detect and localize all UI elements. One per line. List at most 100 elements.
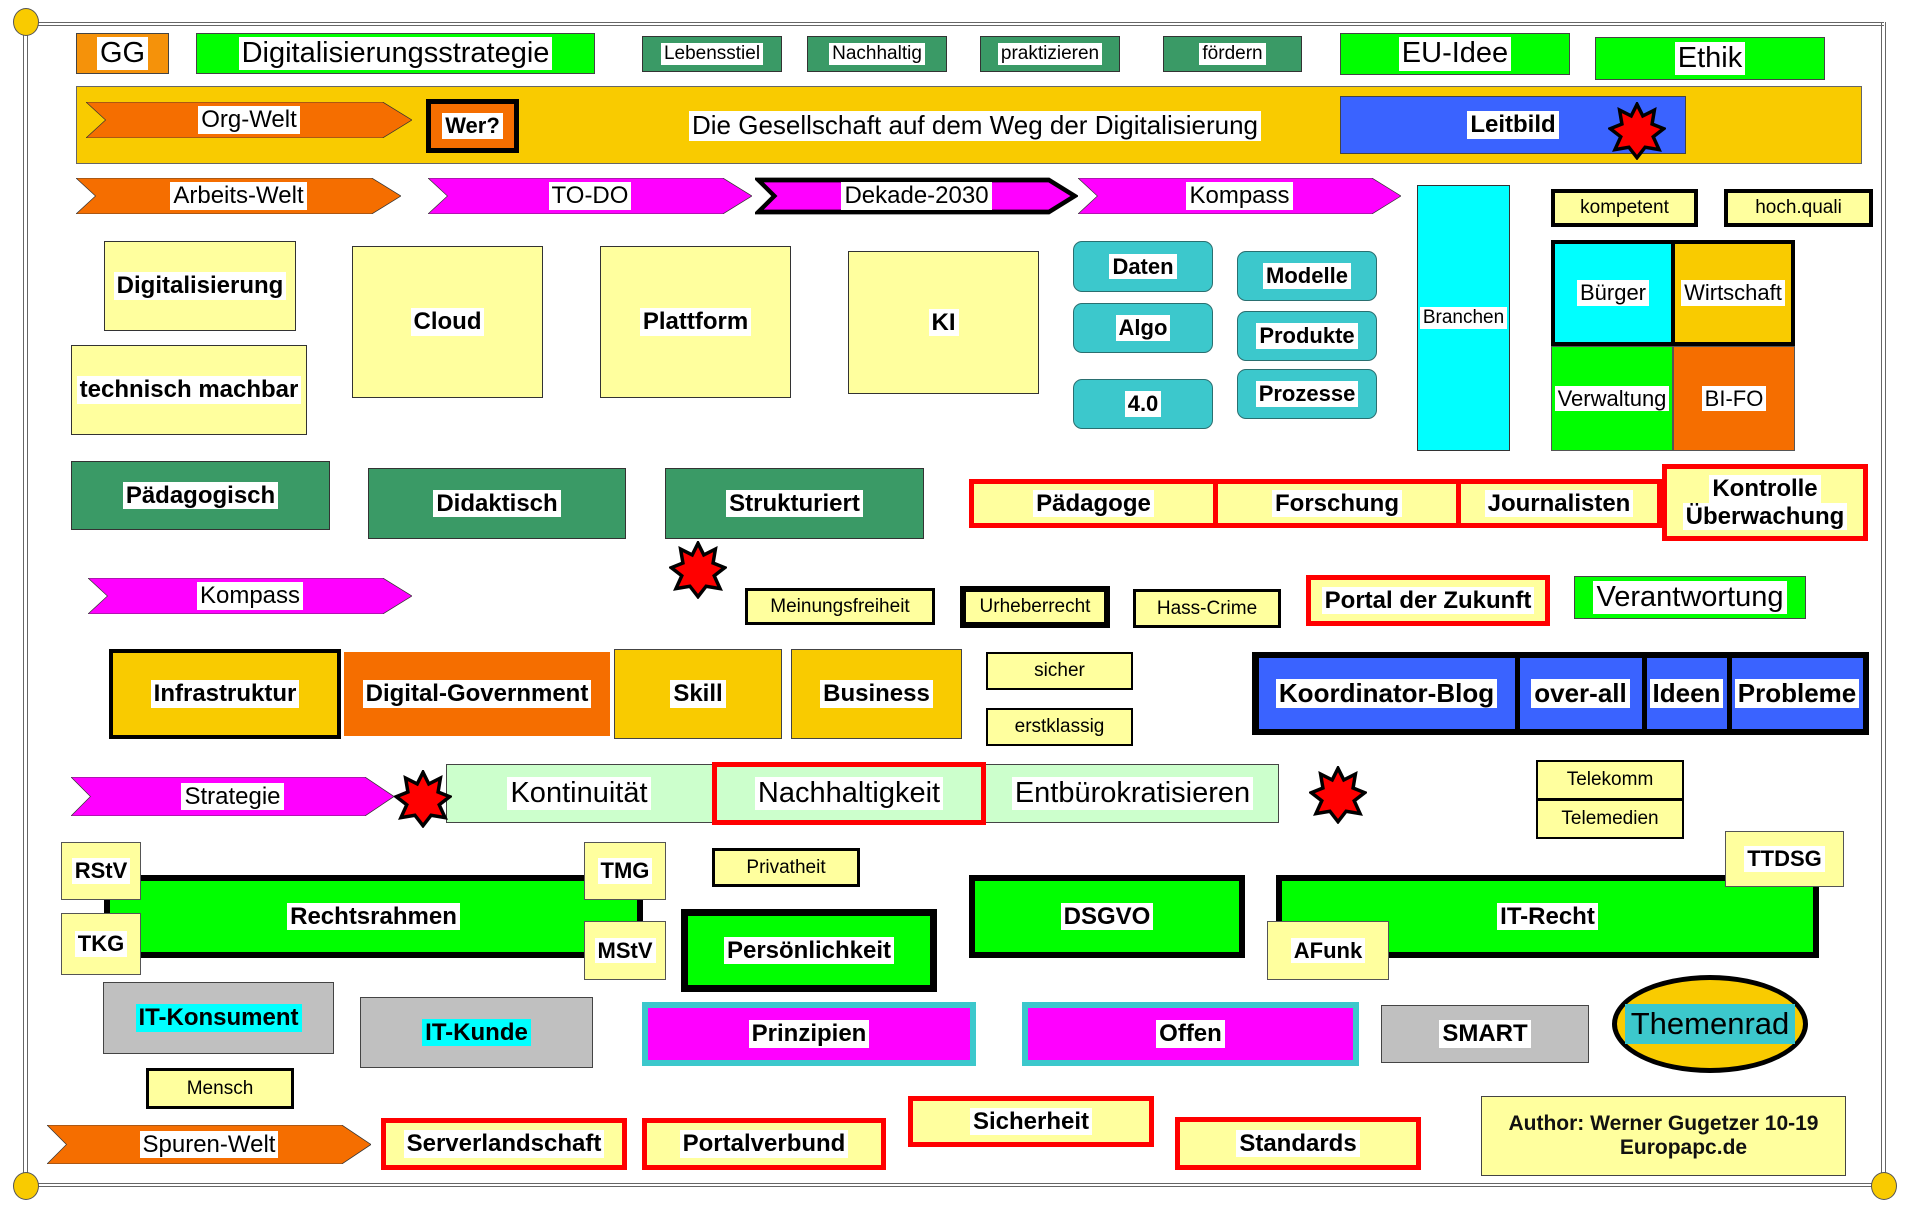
box-label: Nachhaltig <box>829 43 925 65</box>
box-portal-der-zukunft: Portal der Zukunft <box>1306 575 1550 626</box>
box-label: Privatheit <box>746 856 826 878</box>
banner-title-text: Die Gesellschaft auf dem Weg der Digital… <box>688 110 1261 141</box>
box-koordinator-blog: Koordinator-Blog <box>1258 658 1515 729</box>
actor-row: Pädagoge Forschung Journalisten <box>969 479 1662 528</box>
box-urheberrecht: Urheberrecht <box>960 586 1110 628</box>
box-foerdern: fördern <box>1163 36 1302 72</box>
arrow-org-welt: Org-Welt <box>86 102 412 138</box>
box-bi-fo: BI-FO <box>1673 346 1795 451</box>
arrow-spuren-welt: Spuren-Welt <box>47 1125 371 1164</box>
selection-handle-icon[interactable] <box>1871 1172 1897 1200</box>
box-label: TTDSG <box>1744 846 1825 872</box>
box-ethik: Ethik <box>1595 37 1825 80</box>
box-label: MStV <box>594 937 656 964</box>
arrow-todo: TO-DO <box>428 178 752 214</box>
box-label: TMG <box>597 858 653 884</box>
box-sicherheit: Sicherheit <box>908 1096 1154 1147</box>
box-eu-idee: EU-Idee <box>1340 33 1570 75</box>
arrow-label: Org-Welt <box>198 106 300 134</box>
box-label: Ideen <box>1649 678 1724 709</box>
selection-handle-icon[interactable] <box>13 1172 39 1200</box>
box-label: Daten <box>1109 253 1177 280</box>
box-modelle: Modelle <box>1237 251 1377 301</box>
box-label: BI-FO <box>1701 385 1767 412</box>
box-tkg: TKG <box>61 913 141 975</box>
box-label: Wer? <box>442 113 503 139</box>
red-star-burst-icon <box>1608 102 1666 160</box>
box-label: Digital-Government <box>362 680 592 708</box>
arrow-kompass: Kompass <box>88 578 412 614</box>
box-label: Sicherheit <box>969 1107 1093 1136</box>
box-over-all: over-all <box>1519 658 1642 729</box>
red-star-burst-icon <box>394 770 452 828</box>
box-rstv: RStV <box>61 842 141 900</box>
box-label: Portal der Zukunft <box>1321 586 1535 615</box>
author-name: Author: Werner Gugetzer 10-19 <box>1508 1112 1819 1135</box>
arrow-label: Dekade-2030 <box>841 182 992 210</box>
box-kompetent: kompetent <box>1551 189 1698 227</box>
box-label: Leitbild <box>1467 111 1559 139</box>
box-label: IT-Recht <box>1497 902 1598 931</box>
box-it-konsument: IT-Konsument <box>103 982 334 1054</box>
box-label: Wirtschaft <box>1681 280 1785 306</box>
box-rechtsrahmen: Rechtsrahmen <box>104 875 643 958</box>
selection-handle-icon[interactable] <box>13 8 39 36</box>
box-label: 4.0 <box>1124 391 1162 417</box>
arrow-label: Kompass <box>1186 182 1293 210</box>
box-wirtschaft: Wirtschaft <box>1673 240 1795 346</box>
box-hoch-quali: hoch.quali <box>1724 189 1873 227</box>
box-label: Serverlandschaft <box>403 1130 605 1158</box>
box-label: Meinungsfreiheit <box>770 595 910 617</box>
frame-border-left <box>23 22 28 1186</box>
box-technisch-machbar: technisch machbar <box>71 345 307 435</box>
box-label: Cloud <box>410 308 485 336</box>
box-paedagogisch: Pädagogisch <box>71 461 330 530</box>
box-4-0: 4.0 <box>1073 379 1213 429</box>
box-kontrolle-ueberwachung: Kontrolle Überwachung <box>1662 464 1868 541</box>
box-label: erstklassig <box>1014 716 1105 737</box>
box-kontinuitaet: Kontinuität <box>446 764 712 823</box>
box-label: Verwaltung <box>1554 385 1670 412</box>
box-label: Hass-Crime <box>1156 597 1258 619</box>
box-label: Pädagoge <box>1033 489 1154 518</box>
box-label: TKG <box>74 931 128 957</box>
blog-row: Koordinator-Blog over-all Ideen Probleme <box>1252 652 1869 735</box>
box-forschung: Forschung <box>1218 484 1461 523</box>
box-prozesse: Prozesse <box>1237 369 1377 419</box>
box-wer: Wer? <box>426 99 519 153</box>
box-label: Koordinator-Blog <box>1275 678 1498 709</box>
box-dsgvo: DSGVO <box>969 875 1245 958</box>
box-skill: Skill <box>614 649 782 739</box>
box-label: Infrastruktur <box>150 680 300 708</box>
box-digitalisierungsstrategie: Digitalisierungsstrategie <box>196 33 595 74</box>
box-label: Digitalisierungsstrategie <box>238 36 553 71</box>
box-label: Verantwortung <box>1593 580 1787 615</box>
arrow-dekade-2030: Dekade-2030 <box>755 176 1078 216</box>
box-label: Produkte <box>1256 323 1358 349</box>
box-label: Telekomm <box>1566 769 1654 790</box>
box-label: Probleme <box>1734 678 1860 709</box>
box-label: Prozesse <box>1255 381 1359 407</box>
box-label: Standards <box>1236 1129 1360 1158</box>
ellipse-themenrad: Themenrad <box>1612 975 1808 1073</box>
box-branchen: Branchen <box>1417 185 1510 451</box>
box-label: Skill <box>670 680 726 708</box>
box-label: Lebensstiel <box>660 43 764 65</box>
box-persoenlichkeit: Persönlichkeit <box>681 909 937 992</box>
box-sicher: sicher <box>986 652 1133 690</box>
box-label: Modelle <box>1263 263 1351 289</box>
box-buerger: Bürger <box>1551 240 1673 346</box>
box-label: KI <box>928 308 959 337</box>
box-afunk: AFunk <box>1267 921 1389 980</box>
box-mstv: MStV <box>584 921 666 980</box>
box-meinungsfreiheit: Meinungsfreiheit <box>745 588 935 625</box>
box-probleme: Probleme <box>1731 658 1863 729</box>
box-portalverbund: Portalverbund <box>642 1118 886 1170</box>
box-label: technisch machbar <box>76 376 302 404</box>
box-label: Urheberrecht <box>979 596 1091 617</box>
box-label: Algo <box>1115 315 1171 341</box>
box-label: DSGVO <box>1060 902 1154 931</box>
box-label: IT-Kunde <box>422 1018 531 1047</box>
box-label: kompetent <box>1580 197 1669 218</box>
box-label: Didaktisch <box>433 489 561 518</box>
